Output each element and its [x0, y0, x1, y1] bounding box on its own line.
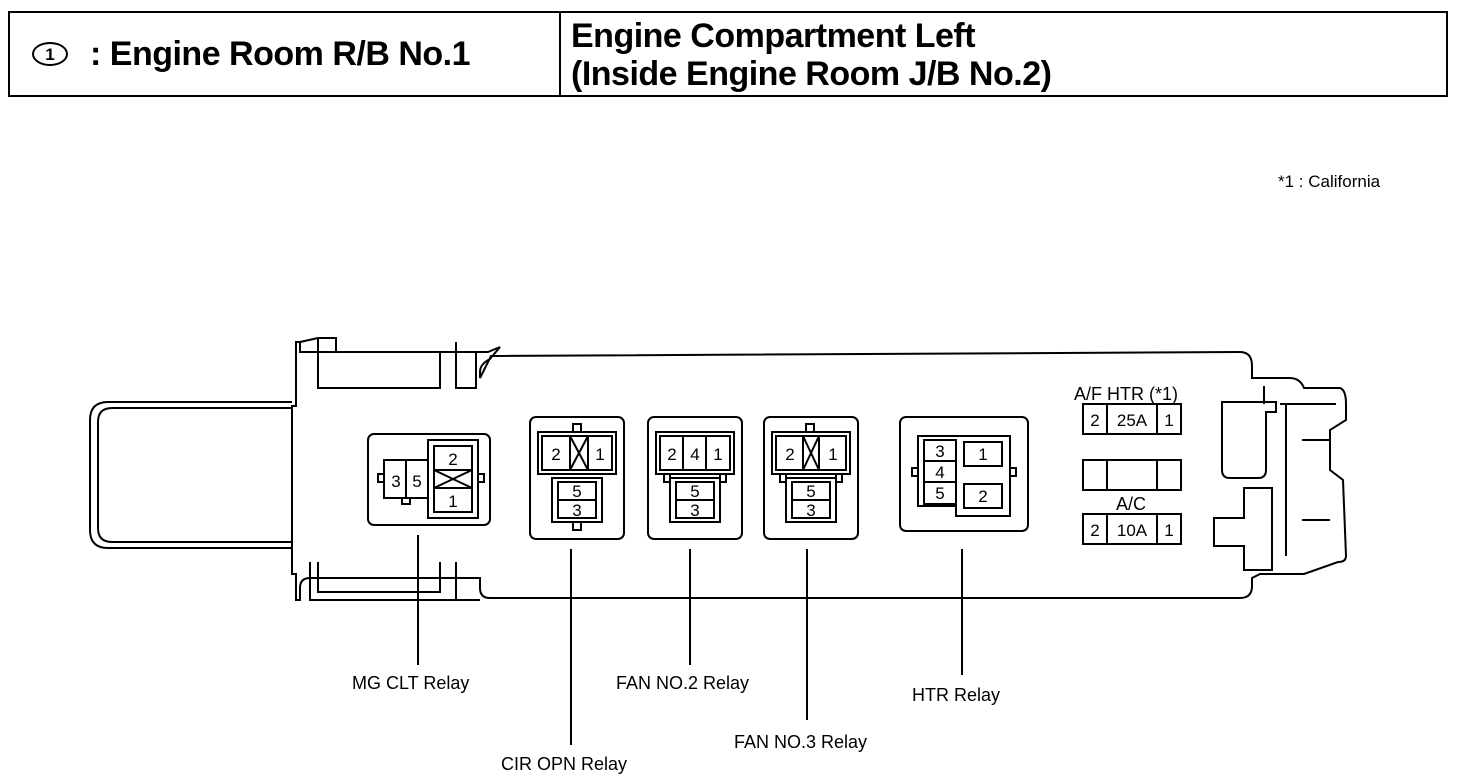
pin-label: 3	[806, 501, 815, 520]
pin-label: 2	[448, 450, 457, 469]
af-htr-fuse	[1082, 403, 1182, 435]
pin-label: 4	[935, 463, 944, 482]
top-clip	[299, 337, 477, 389]
header-right-cell: Engine Compartment Left (Inside Engine R…	[561, 13, 1446, 95]
connector-number: 1	[45, 44, 55, 64]
header-box: 1 : Engine Room R/B No.1 Engine Compartm…	[8, 11, 1448, 97]
spare-fuse	[1082, 459, 1182, 491]
pin-label: 2	[785, 445, 794, 464]
pin-label: 4	[690, 445, 699, 464]
connector-number-badge: 1	[32, 42, 68, 66]
pin-label: 1	[595, 445, 604, 464]
fuse-pin-label: 2	[1090, 411, 1099, 430]
header-left-cell: 1 : Engine Room R/B No.1	[10, 13, 561, 95]
pin-label: 5	[806, 482, 815, 501]
left-tab-inner	[97, 407, 292, 543]
htr-relay-socket	[899, 416, 1029, 532]
fan-no3-relay-label: FAN NO.3 Relay	[734, 732, 867, 752]
pin-label: 5	[572, 482, 581, 501]
pin-label: 1	[978, 445, 987, 464]
bottom-clip	[309, 562, 480, 601]
footnote: *1 : California	[1278, 172, 1381, 191]
pin-label: 2	[551, 445, 560, 464]
location-line-2: (Inside Engine Room J/B No.2)	[571, 55, 1052, 93]
fuse-pin-label: 1	[1164, 411, 1173, 430]
fuse-pin-label: 2	[1090, 521, 1099, 540]
htr-relay-label: HTR Relay	[912, 685, 1000, 705]
fuse-rating: 10A	[1117, 521, 1148, 540]
mg-clt-relay-socket	[367, 433, 491, 526]
fan-no2-relay-label: FAN NO.2 Relay	[616, 673, 749, 693]
fuse-rating: 25A	[1117, 411, 1148, 430]
right-clip	[1213, 401, 1277, 571]
right-edge-detail	[1263, 386, 1336, 556]
pin-label: 3	[391, 472, 400, 491]
pin-label: 1	[828, 445, 837, 464]
ac-fuse	[1082, 513, 1182, 545]
pin-label: 5	[935, 484, 944, 503]
fan-no3-relay-socket	[763, 416, 859, 540]
mg-clt-relay-label: MG CLT Relay	[352, 673, 469, 693]
fuse-pin-label: 1	[1164, 521, 1173, 540]
pin-label: 3	[690, 501, 699, 520]
ac-fuse-label: A/C	[1116, 494, 1146, 514]
pin-label: 2	[978, 487, 987, 506]
pin-label: 1	[713, 445, 722, 464]
cir-opn-relay-label: CIR OPN Relay	[501, 754, 627, 774]
pin-label: 3	[935, 442, 944, 461]
cir-opn-relay-socket	[529, 416, 625, 540]
fan-no2-relay-socket	[647, 416, 743, 540]
pin-label: 5	[412, 472, 421, 491]
left-tab	[89, 401, 292, 549]
pin-label: 5	[690, 482, 699, 501]
af-htr-fuse-label: A/F HTR (*1)	[1074, 384, 1178, 404]
location-line-1: Engine Compartment Left	[571, 17, 976, 55]
room-title: : Engine Room R/B No.1	[90, 34, 471, 73]
pin-label: 3	[572, 501, 581, 520]
pin-label: 2	[667, 445, 676, 464]
pin-label: 1	[448, 492, 457, 511]
